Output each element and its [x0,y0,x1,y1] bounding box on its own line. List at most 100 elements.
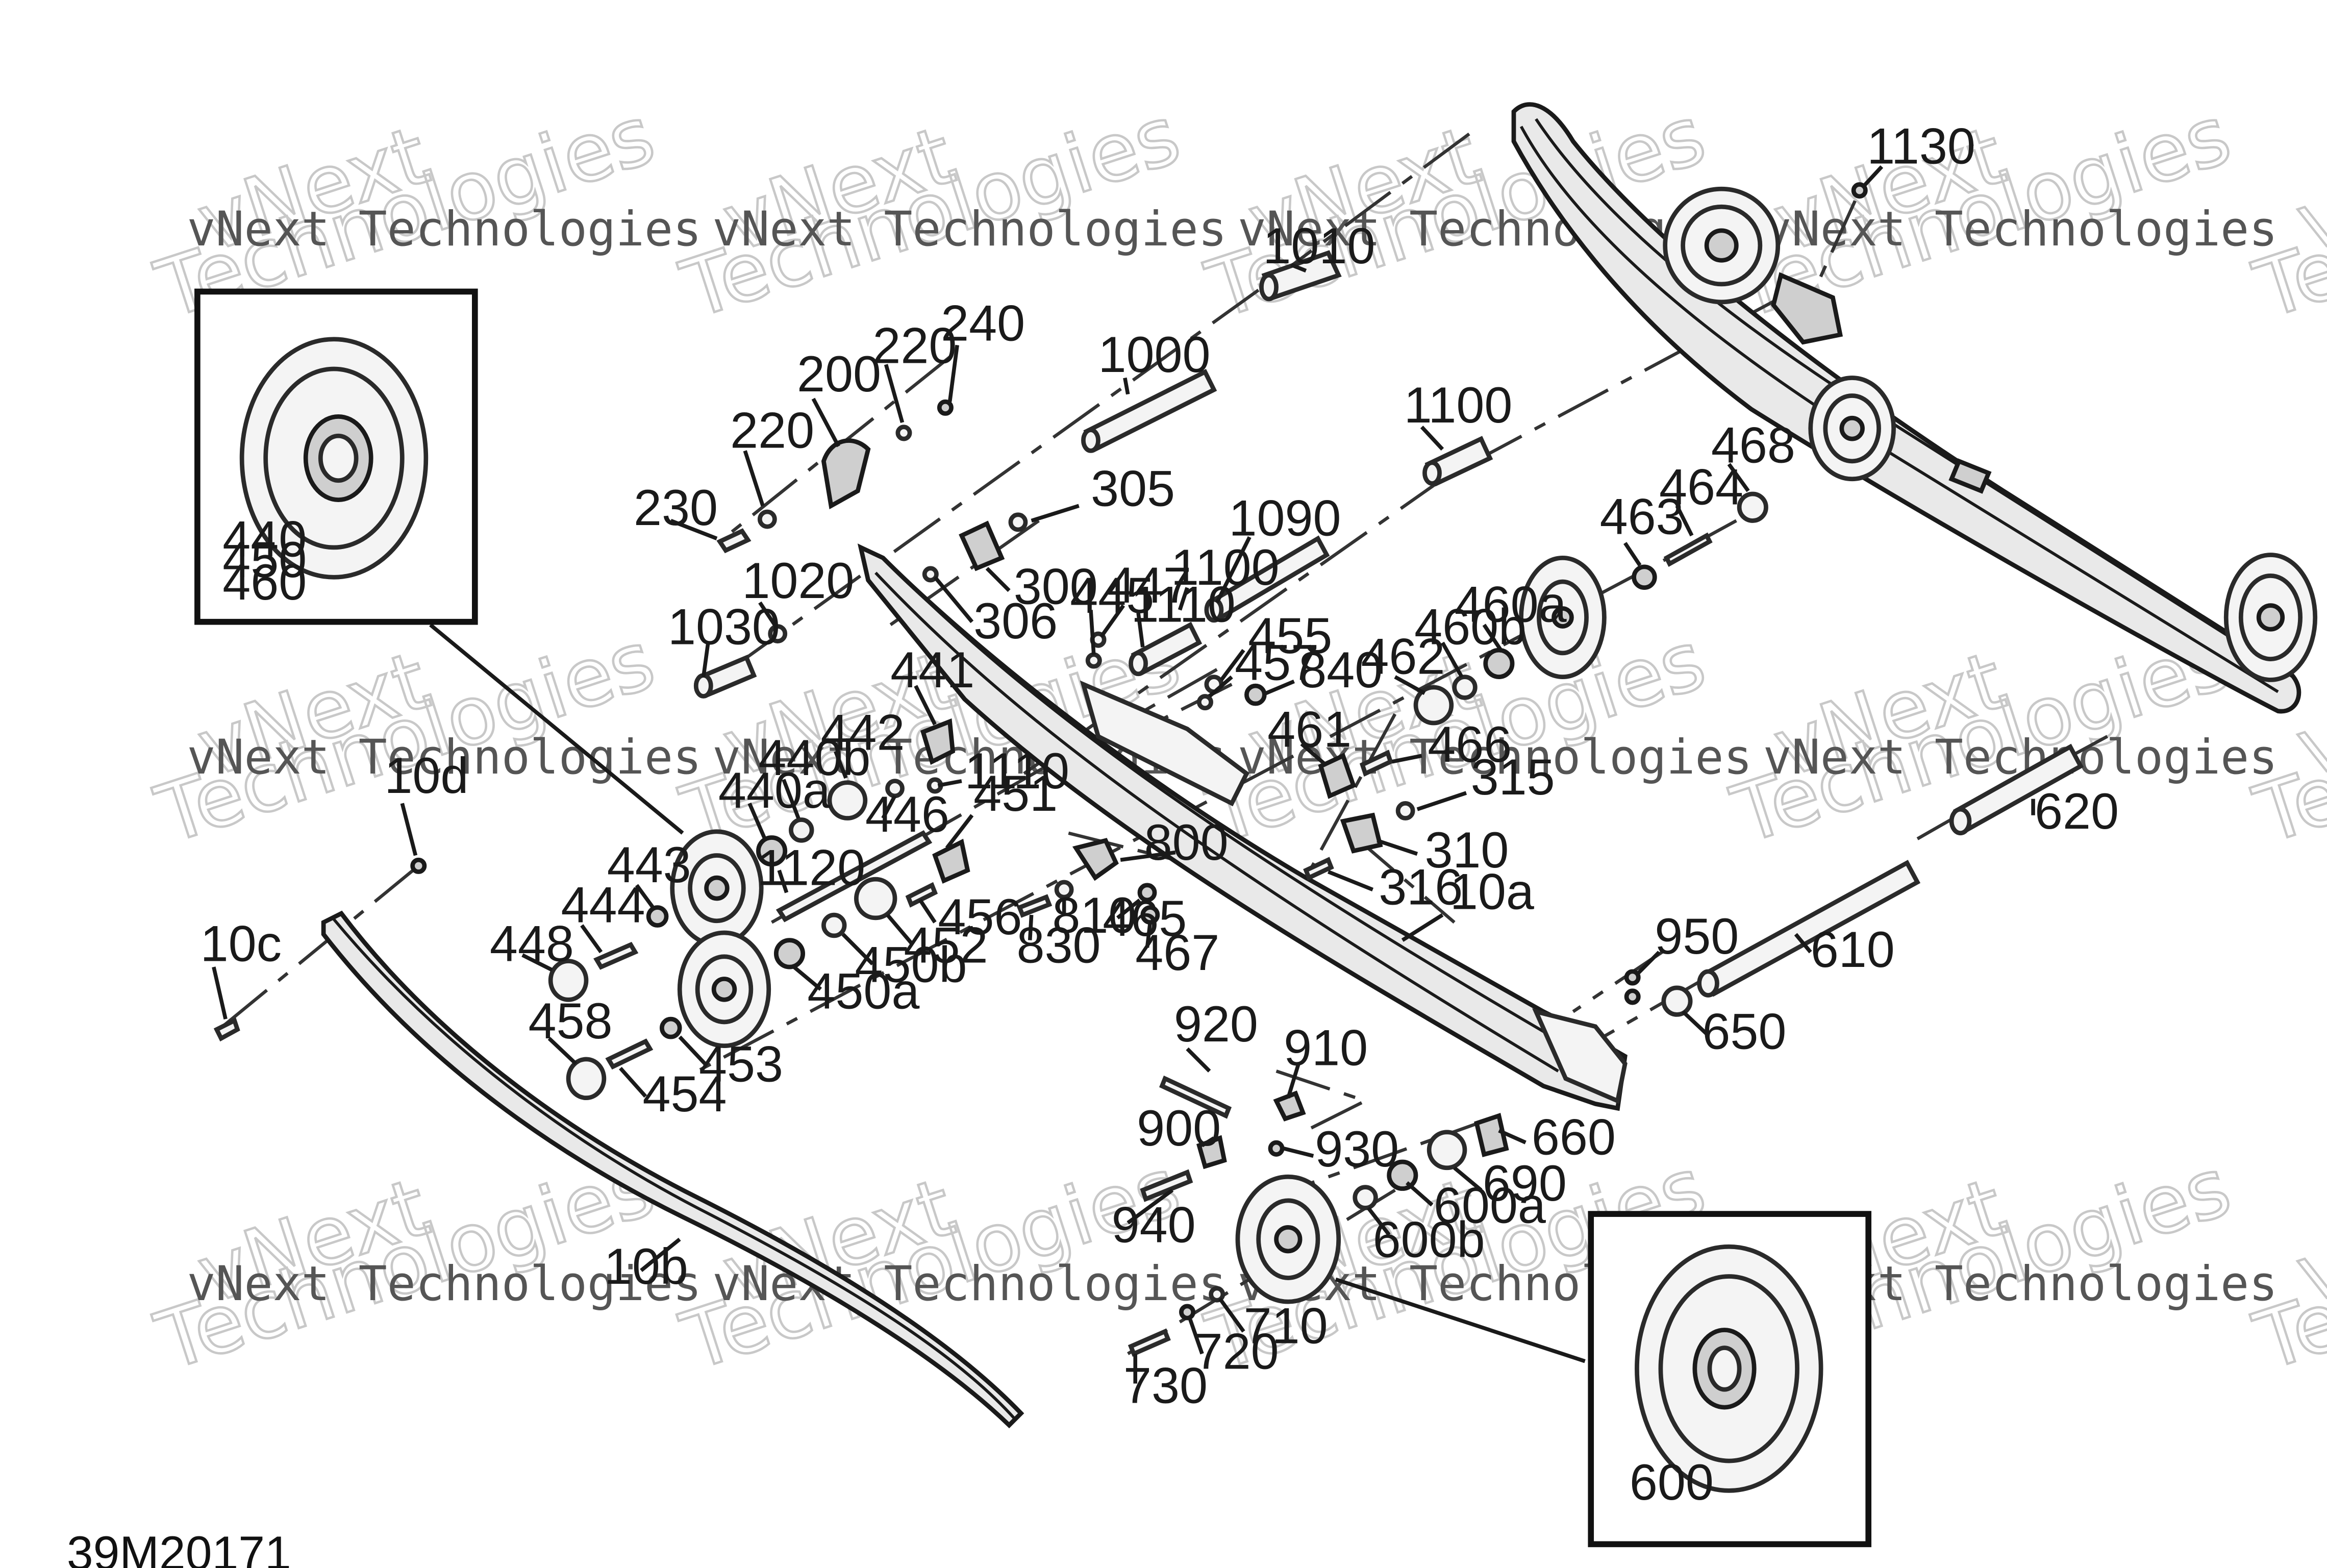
callout: 600b [1373,1211,1485,1268]
callout: 462 [1361,628,1445,685]
callout: 690 [1483,1155,1567,1211]
seal-468 [1737,491,1768,523]
callout: 910 [1284,1019,1368,1076]
callout: 443 [607,836,691,893]
bolt-730 [1128,1328,1171,1357]
washer-315 [1395,801,1415,820]
diagram-code: 39M20171 [67,1527,291,1568]
bolt-10c [213,1017,240,1042]
nut-10d [410,857,427,874]
callout: 446 [865,786,949,842]
callout: 448 [490,915,574,972]
callout: 650 [1702,1003,1786,1059]
nut-950b [1624,988,1641,1005]
nut-465 [1137,883,1157,903]
callout: 930 [1315,1121,1399,1177]
callout: 220 [730,402,814,458]
shaft-1000 [1081,369,1217,453]
inset-label: 600 [1630,1454,1714,1510]
bolt-940 [1140,1169,1193,1202]
part-690 [1427,1130,1467,1171]
callout: 461 [1267,701,1352,758]
callout: 940 [1112,1196,1196,1253]
pin-920 [1159,1075,1232,1119]
bolt-316 [1303,857,1334,881]
callout: 465 [1103,890,1187,947]
bolt-466 [1359,750,1393,777]
inset-wheel-600: 600 [1588,1211,1871,1548]
callout: 457 [1235,634,1319,690]
wheel [2223,553,2318,682]
watermark: vNext Technologies [2243,1139,2327,1390]
callout: 1000 [1098,326,1211,383]
callout: 610 [1811,921,1895,978]
bearing-443 [646,905,669,928]
callout: 447 [1107,557,1191,613]
bolt-830 [1016,894,1053,918]
shaft-1090 [1204,535,1330,623]
cap-448 [548,959,589,1002]
wheel [1808,376,1896,482]
part-200 [821,438,871,510]
cap-462 [1413,685,1454,726]
shaft-610 [1697,860,1921,998]
rail-10b [321,910,1024,1429]
inset-wheel-440: 440 450 460 [194,288,478,625]
callout: 220 [872,317,957,374]
rail-assembly-right [1511,102,2318,714]
callout: 1010 [1263,217,1375,274]
callout: 10c [201,915,282,972]
nut-720 [1179,1304,1196,1321]
washer-650 [1661,985,1693,1017]
callout: 460a [1455,576,1567,633]
leader-lines [212,165,2035,1384]
callout: 710 [1244,1298,1328,1354]
rail-10a [857,543,1628,1111]
shaft-1100-mid [1129,621,1203,677]
callout: 445 [1070,567,1154,624]
shaft-1030 [693,654,757,699]
cap-458 [566,1057,607,1101]
callout: 900 [1137,1100,1221,1156]
shaft-1010 [1259,250,1342,302]
watermark-text: vNext Technologies [187,1256,702,1311]
callout: 450b [855,936,967,992]
ring-440b [789,817,814,843]
watermark-text: vNext Technologies [712,202,1227,257]
callout: 306 [973,592,1058,649]
ring-600b [1353,1185,1378,1210]
part-660 [1474,1112,1509,1157]
callout: 240 [941,295,1025,352]
bolt-464 [1663,532,1713,567]
part-810 [1054,880,1074,900]
wheel [1663,186,1781,305]
nut-930 [1268,1140,1285,1157]
bearing-463 [1632,564,1657,590]
callout: 453 [699,1036,783,1092]
callout: 468 [1711,417,1795,474]
part-800 [1072,838,1119,881]
part-840 [1244,683,1267,706]
callout: 441 [890,641,974,698]
callout: 920 [1174,995,1258,1052]
part-452 [854,877,897,920]
part-441 [920,718,956,765]
part-461 [1318,753,1357,799]
wheel-460 [1519,555,1607,679]
part-306 [922,566,939,583]
callout: 442 [821,704,905,760]
callout: 10d [384,747,468,804]
callout: 840 [1298,641,1383,698]
callout: 310 [1424,822,1509,878]
washer-305 [1008,512,1028,532]
callout: 1100 [1171,539,1280,595]
callout: 466 [1428,716,1512,773]
callout: 451 [973,765,1058,822]
callout: 730 [1123,1357,1208,1413]
callout: 620 [2035,783,2119,839]
bolt-230 [716,528,752,554]
wheel-440 [670,829,764,947]
callout: 440b [758,729,870,786]
callout: 464 [1659,458,1743,515]
